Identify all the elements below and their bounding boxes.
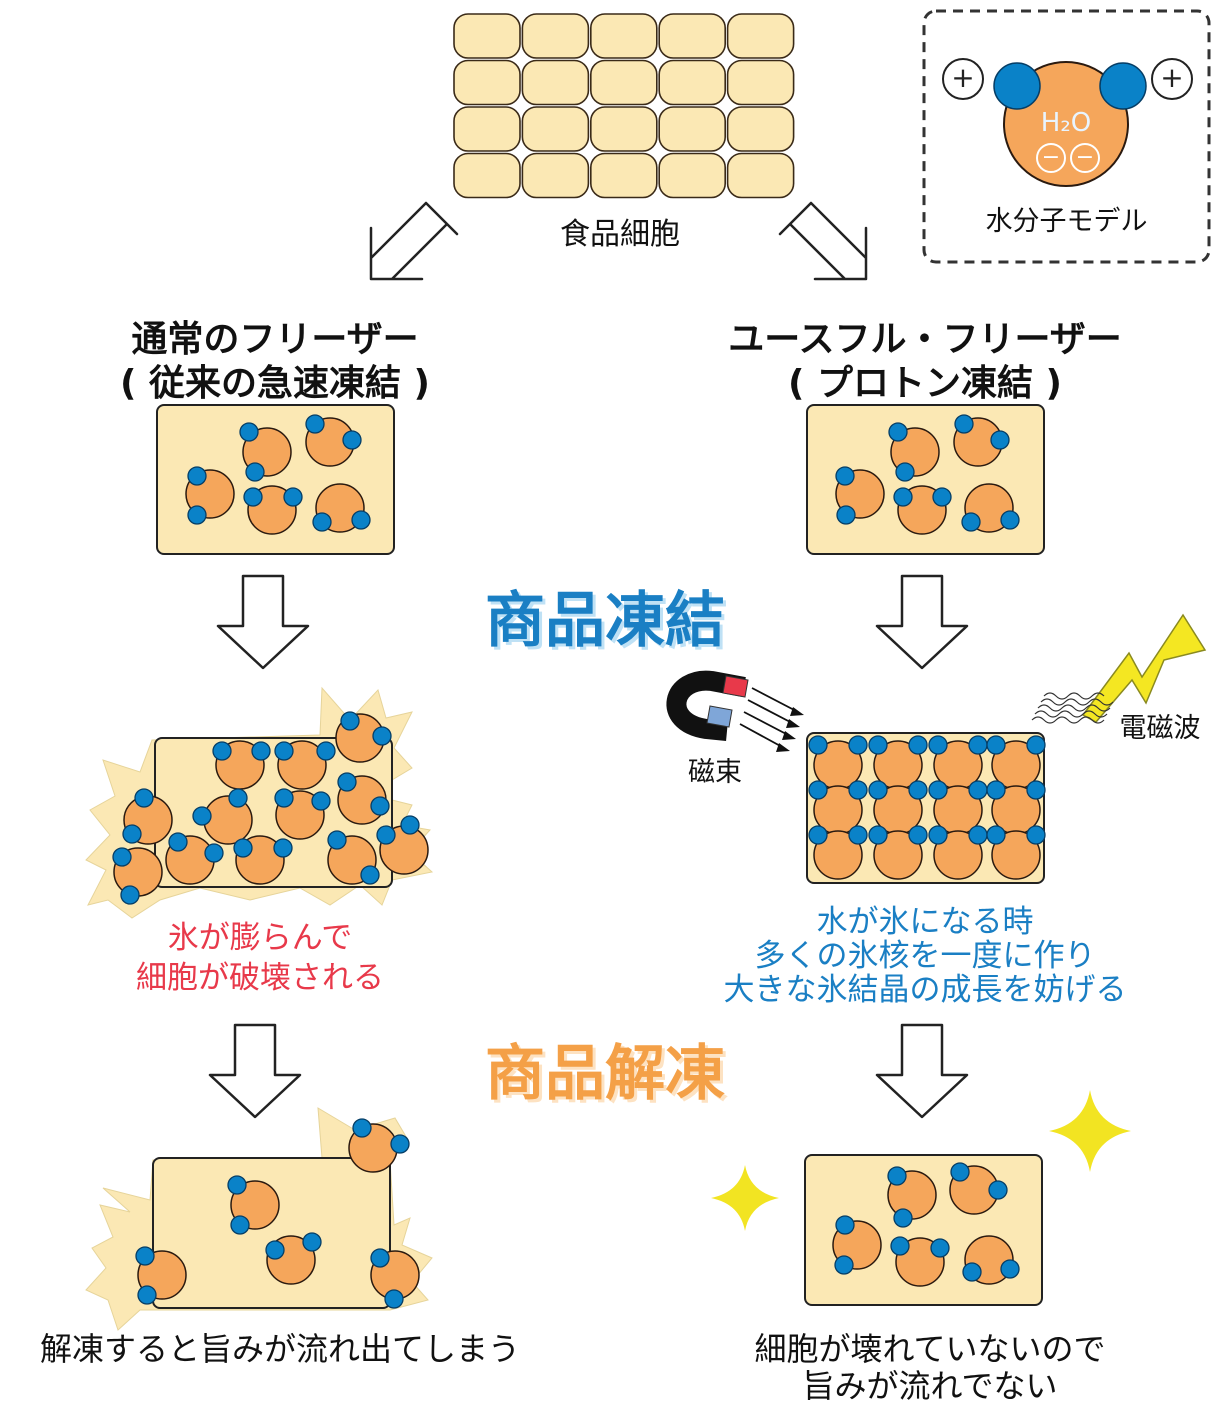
water-molecule [887, 1166, 937, 1228]
food-cell [589, 59, 658, 106]
stage-freeze-label: 商品凍結 [485, 586, 725, 656]
water-molecule [239, 422, 292, 482]
food-cell [589, 106, 658, 152]
down-arrow-icon [208, 1023, 302, 1119]
water-molecule [135, 1246, 187, 1305]
water-molecule [348, 1118, 410, 1173]
water-molecule [112, 847, 163, 905]
water-molecule [835, 466, 885, 525]
water-molecule [376, 815, 429, 875]
food-cell [726, 152, 795, 199]
proton-desc-line3: 大きな氷結晶の成長を妨げる [723, 972, 1127, 1008]
water-molecule [949, 1162, 1008, 1215]
right-title-line1: ユースフル・フリーザー [728, 319, 1122, 360]
water-molecule [868, 780, 928, 835]
food-cell [658, 152, 727, 199]
water-molecule [986, 735, 1046, 790]
water-molecule [832, 1215, 882, 1275]
water-molecule [808, 735, 868, 790]
water-molecule [185, 466, 235, 525]
molecule-model-label: 水分子モデル [985, 206, 1148, 237]
food-cell-grid [453, 13, 795, 199]
water-molecule [962, 1235, 1020, 1285]
food-cell [658, 59, 727, 106]
down-arrow-icon [875, 574, 969, 670]
water-molecule [122, 788, 173, 845]
water-molecule [986, 825, 1046, 880]
down-arrow-icon [875, 1023, 969, 1119]
food-cell [726, 106, 795, 152]
water-molecule [305, 414, 362, 467]
food-cell [726, 59, 795, 106]
left-result-text: 解凍すると旨みが流れ出てしまう [39, 1330, 520, 1368]
sparkle-icons [711, 1090, 1131, 1231]
water-molecule [337, 772, 390, 825]
food-cell [726, 13, 795, 59]
minus-sign-right: − [1075, 145, 1095, 170]
food-cells-label: 食品細胞 [560, 217, 680, 252]
wave-label: 電磁波 [1119, 713, 1201, 744]
food-cell [589, 13, 658, 59]
water-molecule [335, 711, 392, 763]
water-molecule [327, 830, 380, 885]
water-molecule [890, 1236, 950, 1287]
water-molecule [192, 788, 253, 845]
food-cell [453, 106, 521, 152]
water-molecule [227, 1175, 280, 1235]
food-cell [658, 13, 727, 59]
split-arrows [369, 201, 868, 281]
plus-sign-left: + [951, 61, 975, 94]
minus-sign-left: − [1041, 145, 1061, 170]
food-cell [521, 59, 590, 106]
food-cell [658, 106, 727, 152]
left-title-line2: ( 従来の急速凍結 ) [120, 363, 430, 404]
damage-text-line2: 細胞が破壊される [136, 960, 384, 996]
water-molecule [808, 780, 868, 835]
stage-thaw-label: 商品解凍 [485, 1039, 725, 1109]
plus-sign-right: + [1160, 61, 1184, 94]
water-molecule [888, 422, 940, 482]
food-cell [521, 106, 590, 152]
water-molecule [961, 483, 1020, 533]
water-molecule [928, 825, 988, 880]
right-title-line2: ( プロトン凍結 ) [788, 363, 1062, 404]
food-cell [453, 59, 521, 106]
left-title-line1: 通常のフリーザー [131, 319, 419, 360]
water-molecule [928, 735, 988, 790]
damage-text-line1: 氷が膨らんで [167, 920, 353, 956]
water-molecule [243, 485, 303, 535]
right-result-line2: 旨みが流れでない [802, 1367, 1058, 1405]
right-frozen-cell [806, 732, 1045, 884]
water-molecule [868, 735, 928, 790]
proton-desc-line2: 多くの氷核を一度に作り [754, 938, 1096, 974]
magnet-label: 磁束 [688, 757, 742, 788]
down-arrow-icon [216, 574, 310, 670]
water-molecule [274, 740, 336, 790]
food-cell [453, 13, 521, 59]
down-arrows [208, 574, 969, 1119]
water-molecule [868, 825, 928, 880]
lightning-icon [1031, 613, 1207, 724]
food-cell [521, 152, 590, 199]
molecule-model-box [922, 9, 1211, 264]
water-molecule [808, 825, 868, 880]
water-molecule [265, 1232, 322, 1285]
water-molecule [274, 788, 331, 840]
food-cell [453, 152, 521, 199]
magnet-icon [666, 670, 804, 752]
right-result-line1: 細胞が壊れていないので [754, 1330, 1106, 1368]
water-molecule [233, 835, 293, 885]
water-molecule [370, 1248, 420, 1309]
h2o-formula: H₂O [1040, 108, 1092, 138]
water-molecule [165, 832, 224, 885]
proton-desc-line1: 水が氷になる時 [816, 904, 1034, 940]
water-molecule [312, 483, 371, 533]
water-molecule [953, 414, 1010, 467]
food-cell [589, 152, 658, 199]
food-cell [521, 13, 590, 59]
water-molecule [893, 485, 952, 535]
water-molecule [986, 780, 1046, 835]
